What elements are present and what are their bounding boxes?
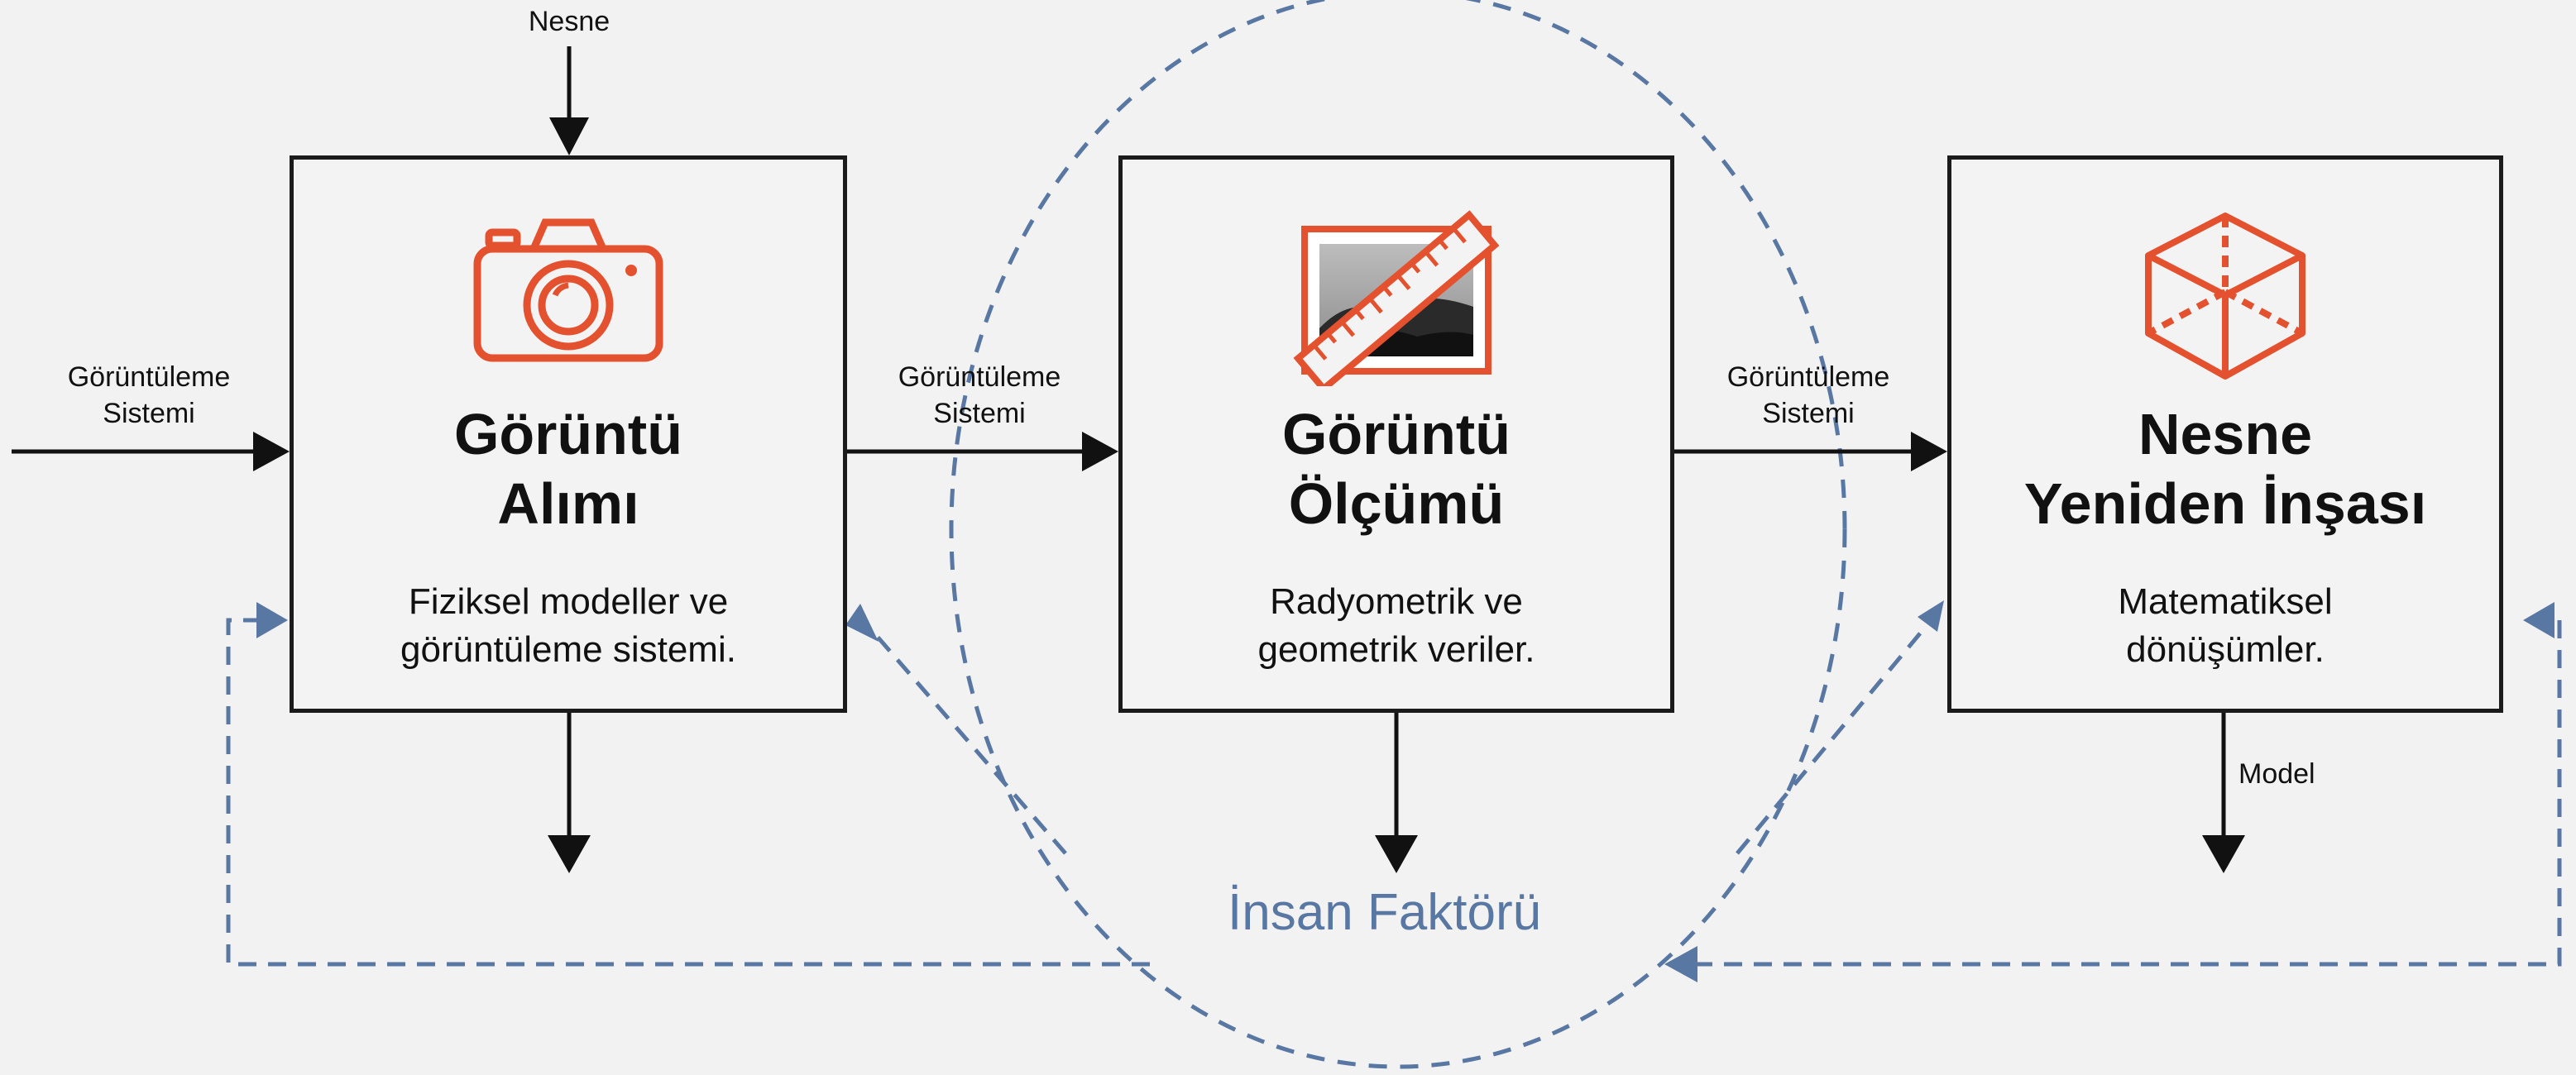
box-title: Nesne Yeniden İnşası: [2023, 402, 2427, 536]
arrow-box1-output: [548, 713, 591, 873]
arrow-system-input: [12, 432, 290, 471]
feedback-right-loop: [1697, 620, 2562, 967]
human-factor-ellipse: [949, 0, 1847, 1069]
solid-arrows: [12, 46, 2245, 873]
feedback-diagonal-right: [1736, 627, 1926, 855]
camera-icon: [473, 218, 663, 362]
feedback-arrows: [226, 618, 2562, 967]
feedback-diagonal-left: [869, 627, 1067, 855]
label-model-output: Model: [2238, 758, 2315, 790]
arrow-box2-output: [1375, 713, 1418, 873]
box-description: Fiziksel modeller ve görüntüleme sistemi…: [400, 581, 736, 670]
box-description: Matematiksel dönüşümler.: [2118, 581, 2333, 670]
label-nesne-input: Nesne: [528, 6, 610, 37]
arrow-nesne-input: [549, 46, 589, 155]
box-image-acquisition: Görüntü Alımı Fiziksel modeller ve görün…: [290, 155, 847, 713]
label-imaging-system-input: Görüntüleme Sistemi: [67, 361, 231, 429]
cube-icon: [2145, 213, 2305, 380]
arrow-box1-to-box2: [847, 432, 1118, 471]
box-object-reconstruction: Nesne Yeniden İnşası Matematiksel dönüşü…: [1947, 155, 2503, 713]
box-title: Görüntü Alımı: [453, 402, 683, 536]
arrow-box3-output: [2202, 713, 2245, 873]
human-factor-label: İnsan Faktörü: [1228, 884, 1542, 941]
feedback-left-loop: [226, 618, 1150, 967]
photo-ruler-icon: [1293, 210, 1500, 386]
label-imaging-system-1-2: Görüntüleme Sistemi: [898, 361, 1061, 429]
box-title: Görüntü Ölçümü: [1281, 402, 1511, 536]
box-description: Radyometrik ve geometrik veriler.: [1257, 581, 1535, 670]
label-imaging-system-2-3: Görüntüleme Sistemi: [1726, 361, 1890, 429]
box-image-measurement: Görüntü Ölçümü Radyometrik ve geometrik …: [1118, 155, 1674, 713]
arrow-box2-to-box3: [1674, 432, 1947, 471]
feedback-arrowheads: [256, 600, 2554, 982]
